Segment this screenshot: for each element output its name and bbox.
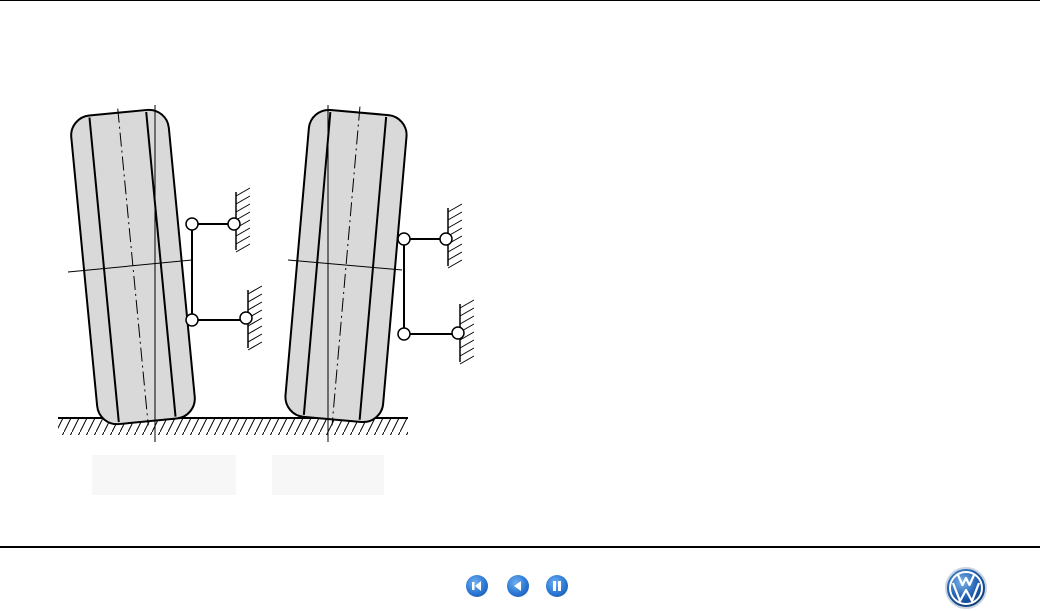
bottom-divider [0,546,1040,548]
right-wheel [284,106,408,426]
wheel-camber-diagram [58,105,475,442]
back-button[interactable] [507,575,529,597]
right-wheel-caption [272,455,384,495]
left-suspension [185,187,263,351]
play-back-icon [514,581,521,591]
volkswagen-logo [945,567,987,609]
right-suspension [397,203,475,365]
skip-back-button[interactable] [466,575,488,597]
left-wheel [70,108,196,426]
playback-controls [466,575,576,599]
pause-icon [553,581,561,591]
pause-button[interactable] [546,575,568,597]
left-wheel-caption [92,455,236,495]
top-divider [0,0,1040,1]
skip-back-icon [472,581,481,591]
